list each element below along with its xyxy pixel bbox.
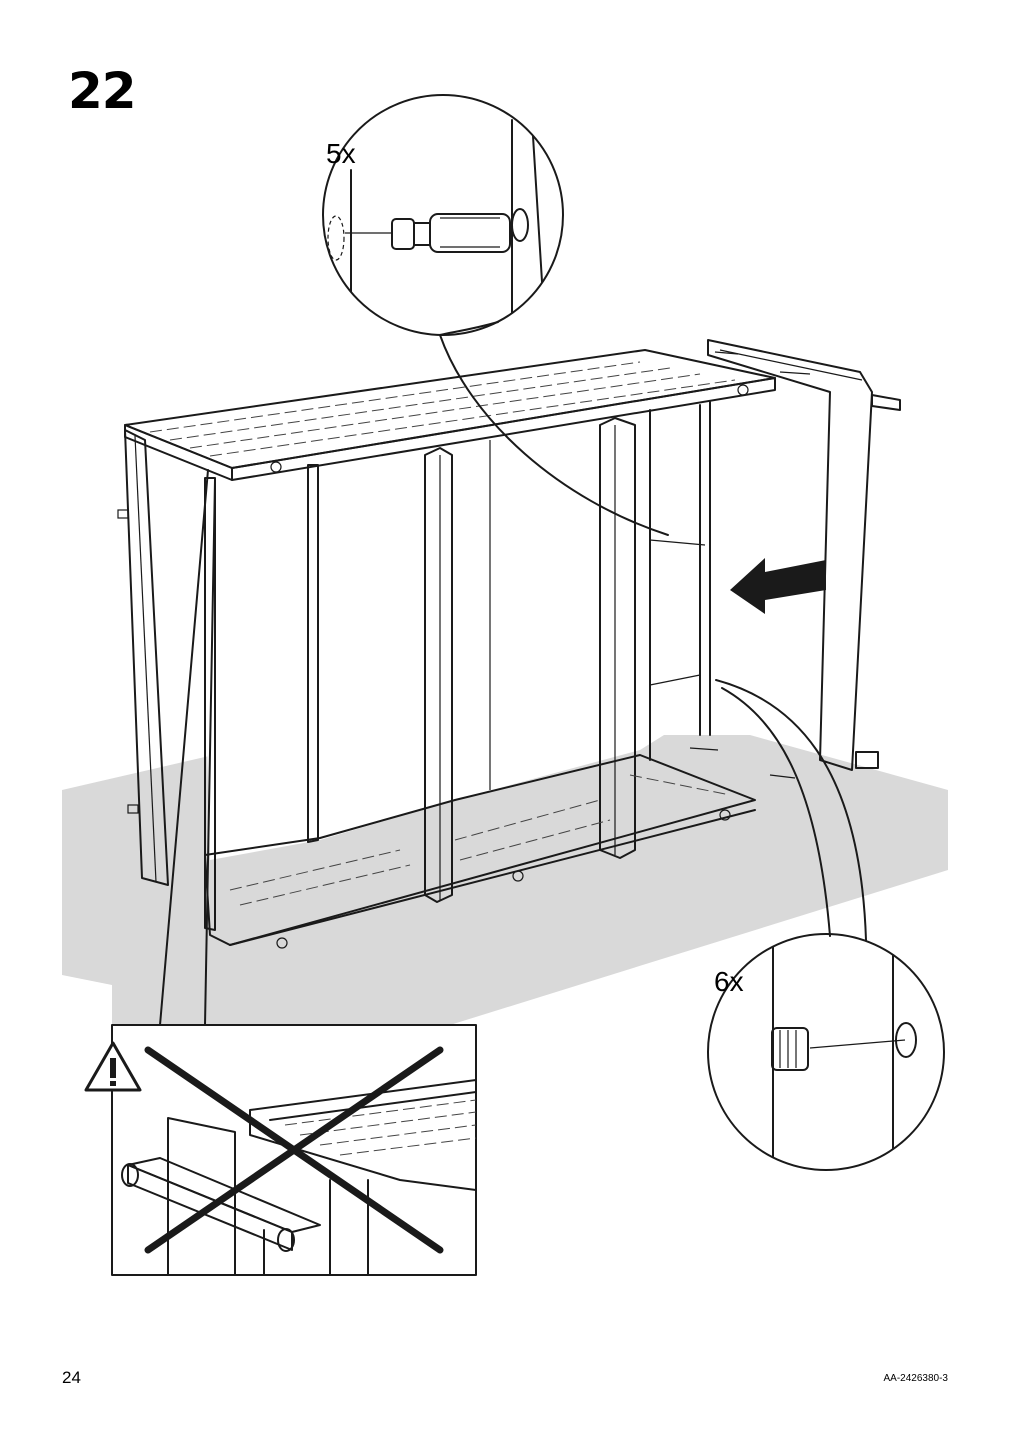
dowel-callout-top (322, 94, 669, 536)
quantity-label-top: 5x (326, 138, 356, 169)
dowel-callout-right (707, 679, 945, 1171)
step-number: 22 (68, 62, 137, 120)
prohibited-cross-line-2 (144, 1046, 444, 1254)
page-number: 24 (62, 1368, 81, 1387)
push-direction-arrow (730, 558, 826, 614)
quantity-label-right: 6x (714, 966, 744, 997)
warning-triangle-icon (84, 1041, 142, 1092)
cabinet-frame (124, 349, 776, 949)
document-code: AA-2426380-3 (883, 1373, 949, 1384)
warning-inset (111, 469, 477, 1276)
left-side-panel (117, 429, 169, 886)
right-side-panel (689, 339, 901, 779)
